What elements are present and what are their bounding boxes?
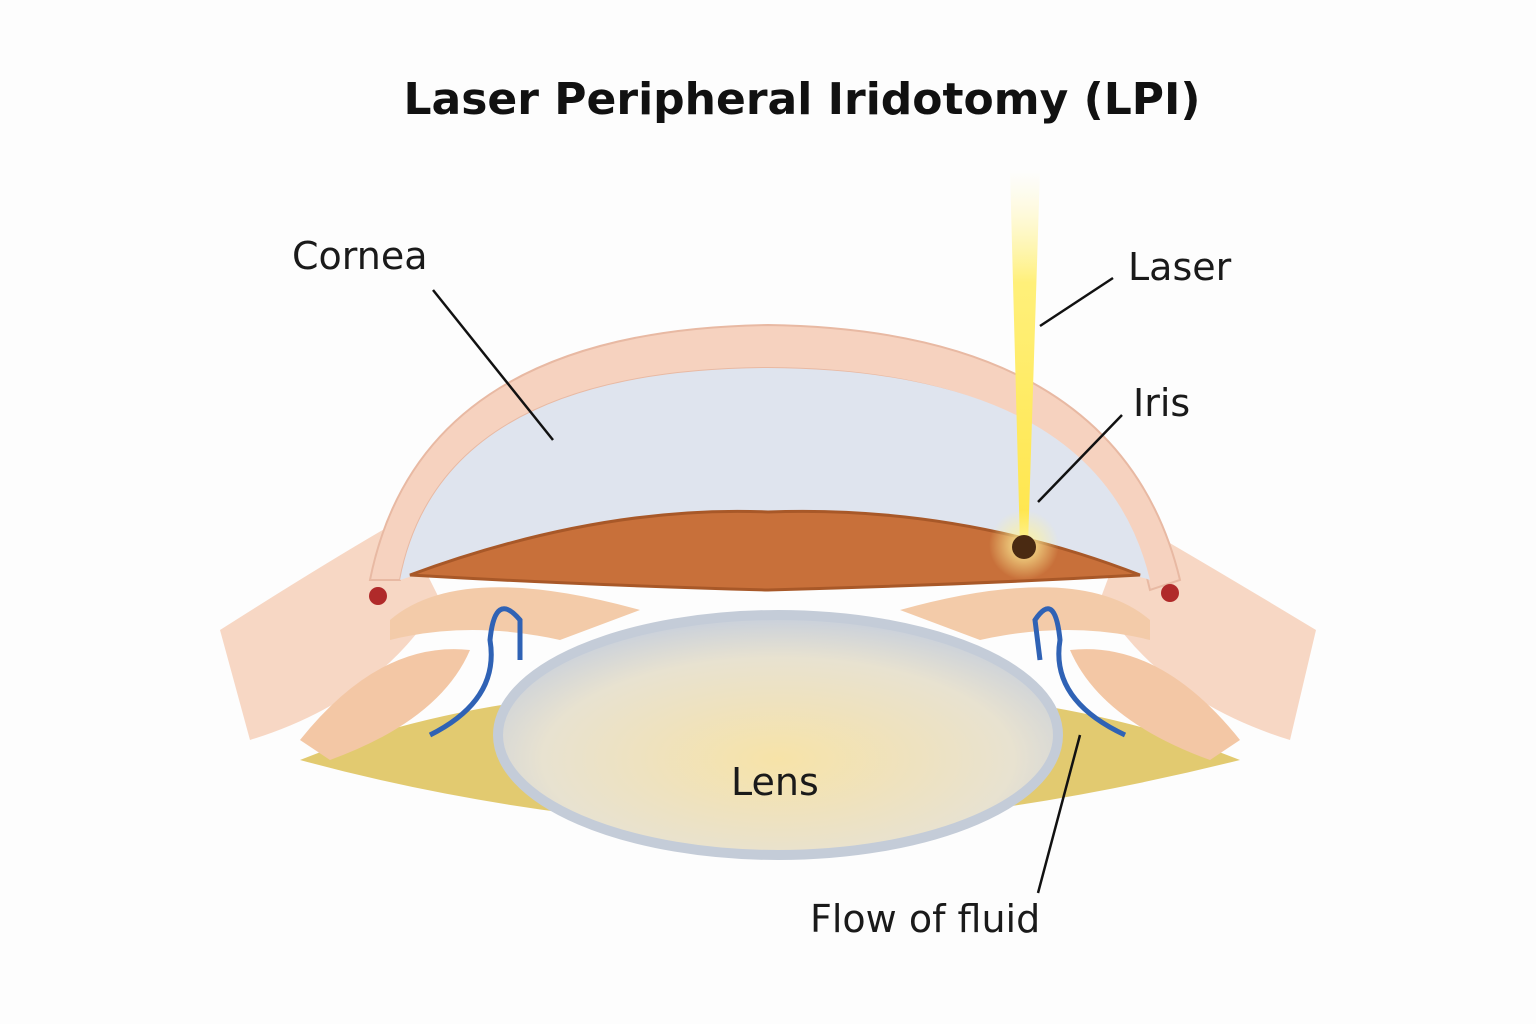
lens — [493, 610, 1063, 860]
iridotomy-hole — [1012, 535, 1036, 559]
label-cornea: Cornea — [292, 234, 428, 278]
iris — [409, 509, 1141, 592]
label-lens: Lens — [731, 760, 819, 804]
leader-lines — [432, 276, 1123, 894]
fluid-flow-arrows — [428, 606, 1127, 738]
label-laser: Laser — [1128, 245, 1232, 289]
laser-beam — [1010, 170, 1040, 545]
label-iris: Iris — [1133, 381, 1191, 425]
diagram-title: Laser Peripheral Iridotomy (LPI) — [403, 74, 1201, 125]
label-flow-of-fluid: Flow of fluid — [810, 897, 1041, 941]
